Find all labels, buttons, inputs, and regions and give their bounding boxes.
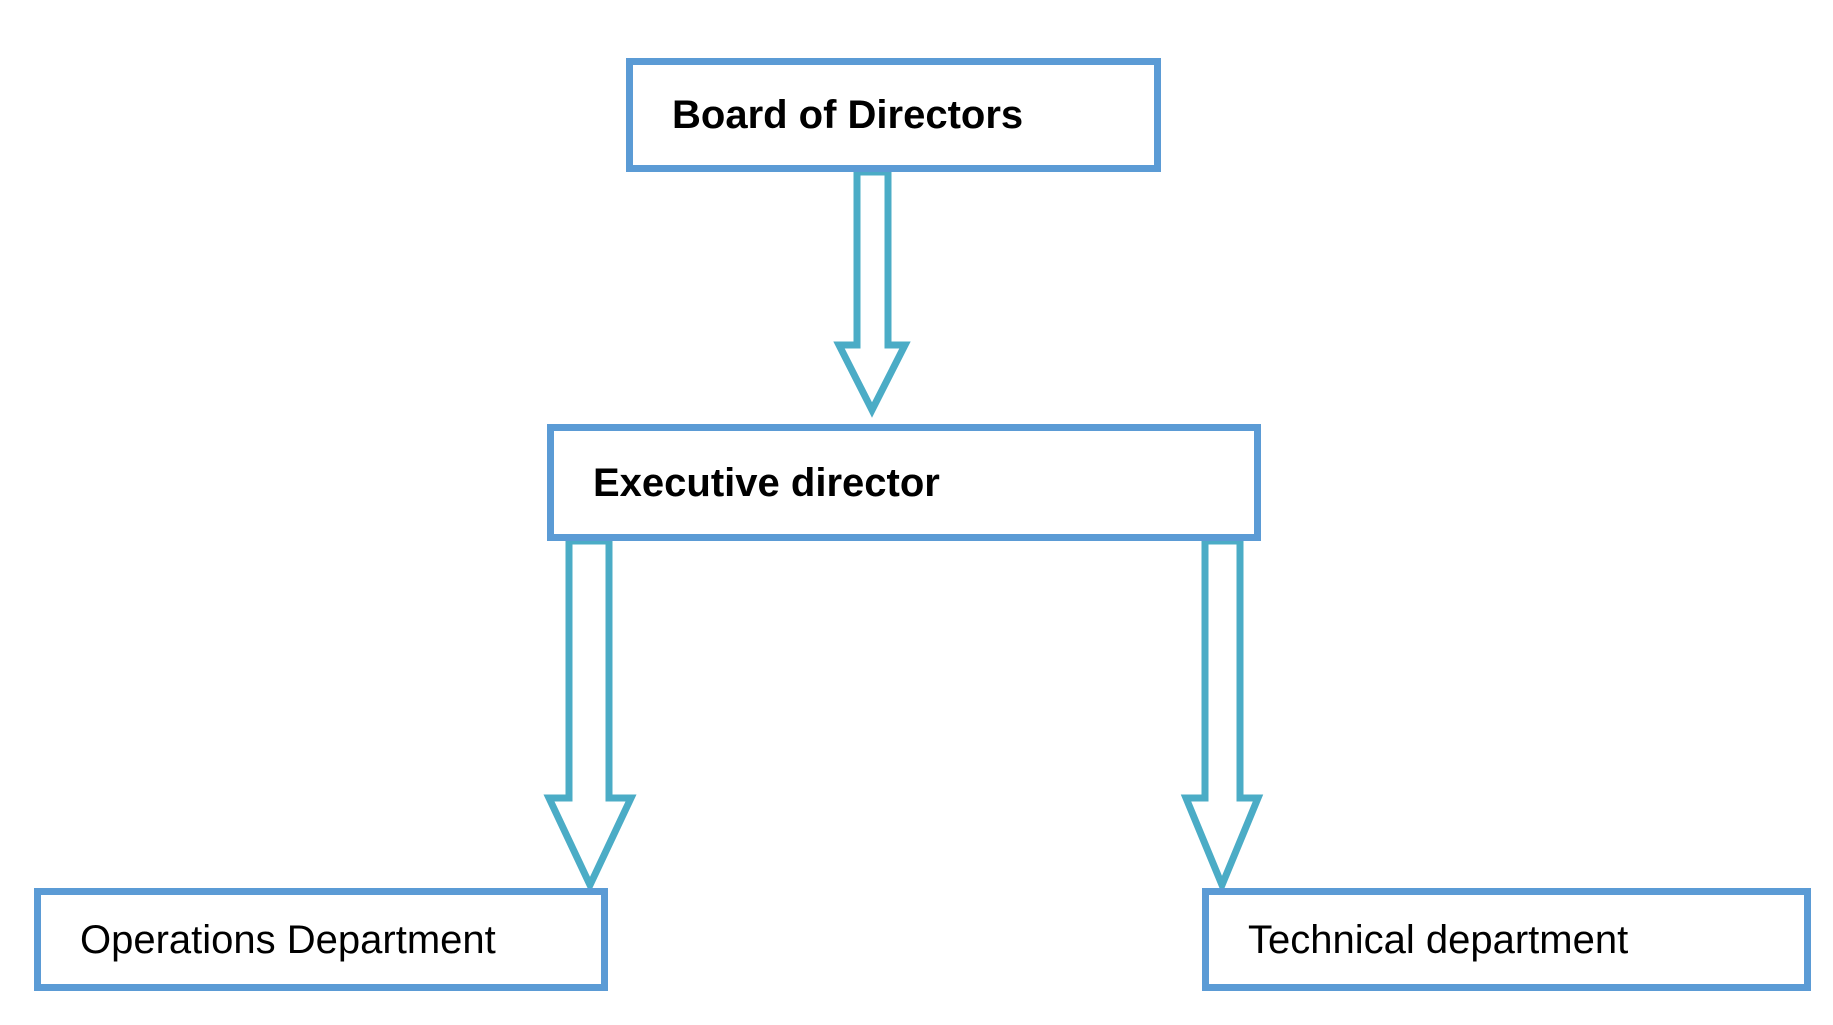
executive-director-label: Executive director	[593, 460, 940, 505]
operations-department-label: Operations Department	[80, 917, 496, 962]
operations-department-box: Operations Department	[34, 888, 608, 991]
technical-department-label: Technical department	[1248, 917, 1629, 962]
board-of-directors-label: Board of Directors	[672, 93, 1024, 137]
arrow-executive-to-operations	[543, 537, 637, 894]
arrow-executive-to-technical	[1180, 537, 1264, 895]
board-of-directors-box: Board of Directors	[626, 58, 1161, 172]
technical-department-box: Technical department	[1202, 888, 1811, 991]
arrow-board-to-executive	[833, 168, 911, 418]
executive-director-box: Executive director	[547, 424, 1261, 541]
